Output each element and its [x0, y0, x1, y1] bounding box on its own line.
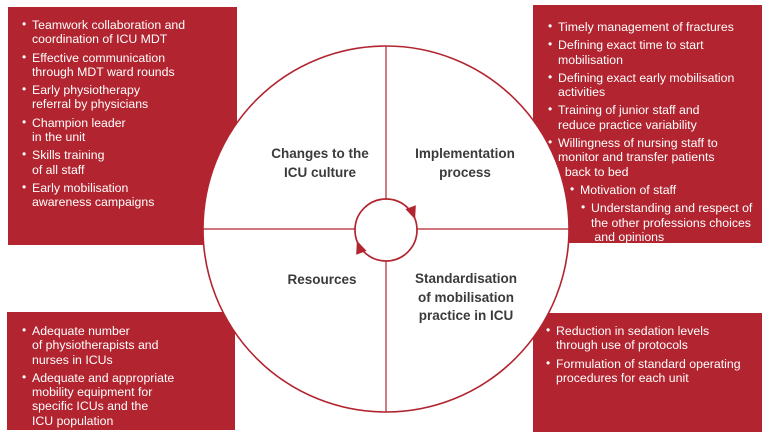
bullet-icon: • [22, 369, 27, 384]
quadrant-label-changes-icu-culture: Changes to the ICU culture [271, 146, 369, 180]
center-cycle-circle [354, 198, 418, 262]
bullet-icon: • [22, 114, 27, 129]
list-item-text: Skills training of all staff [32, 148, 105, 177]
list-item: • Early mobilisation awareness campaigns [22, 179, 231, 210]
bullet-icon: • [546, 355, 551, 370]
list-item: • Effective communication through MDT war… [22, 49, 231, 80]
list-item: • Reduction in sedation levels through us… [546, 323, 758, 353]
list-item-text: Early physiotherapy referral by physicia… [32, 83, 149, 112]
list-item: • Willingness of nursing staff to monitor… [548, 135, 758, 179]
list-item-text: Teamwork collaboration and coordination … [32, 18, 186, 47]
bullet-icon: • [548, 69, 553, 84]
list-item-text: Timely management of fractures [558, 20, 734, 34]
panel-bottom-right-standardisation-factors: • Reduction in sedation levels through us… [533, 313, 762, 432]
list-item-text: Motivation of staff [580, 182, 677, 197]
panel-top-right-implementation-factors: • Timely management of fractures • Defining… [533, 5, 762, 244]
list-item-text: Champion leader in the unit [32, 115, 126, 145]
bullet-icon: • [22, 82, 27, 97]
bullet-list-bottom-left: • Adequate number of physiotherapists and… [7, 312, 235, 428]
bullet-list-top-left: • Teamwork collaboration and coordination… [8, 7, 237, 210]
list-item: • Early physiotherapy referral by physici… [22, 82, 231, 112]
panel-top-left-culture-factors: • Teamwork collaboration and coordination… [8, 7, 237, 245]
bullet-icon: • [548, 135, 553, 150]
list-item: • Motivation of staff [570, 181, 758, 197]
list-item: • Adequate number of physiotherapists and… [22, 323, 229, 367]
bullet-icon: • [22, 323, 27, 337]
list-item-text: Formulation of standard operating proced… [556, 356, 741, 385]
list-item-text: Defining exact time to start mobilisatio… [558, 38, 704, 67]
quadrant-label-resources: Resources [287, 272, 357, 287]
bullet-icon: • [570, 181, 575, 196]
bullet-list-bottom-right: • Reduction in sedation levels through us… [533, 313, 762, 385]
bullet-icon: • [548, 19, 553, 33]
bullet-icon: • [22, 147, 27, 162]
list-item-text: Early mobilisation awareness campaigns [32, 180, 155, 210]
bullet-icon: • [546, 323, 551, 337]
list-item: • Timely management of fractures [548, 19, 758, 34]
bullet-icon: • [581, 200, 586, 215]
list-item: • Understanding and respect of the other … [581, 200, 758, 244]
bullet-icon: • [22, 17, 27, 31]
panel-bottom-left-resources-factors: • Adequate number of physiotherapists and… [7, 312, 235, 430]
bullet-list-top-right: • Timely management of fractures • Defining… [533, 5, 762, 244]
list-item-text: Training of junior staff and reduce prac… [558, 103, 700, 132]
bullet-icon: • [548, 37, 553, 52]
list-item-text: Adequate and appropriate mobility equipm… [32, 370, 175, 428]
list-item: • Champion leader in the unit [22, 114, 231, 145]
bullet-icon: • [548, 102, 553, 117]
bullet-icon: • [22, 49, 27, 64]
quadrant-label-standardisation: Standardisation of mobilisation practice… [414, 271, 517, 324]
list-item-text: Adequate number of physiotherapists and … [32, 324, 159, 367]
bullet-icon: • [22, 179, 27, 194]
list-item: • Formulation of standard operating proce… [546, 355, 758, 386]
list-item: • Teamwork collaboration and coordination… [22, 17, 231, 47]
list-item-text: Effective communication through MDT ward… [32, 50, 175, 79]
list-item-text: Defining exact early mobilisation activi… [558, 70, 735, 100]
list-item: • Adequate and appropriate mobility equip… [22, 369, 229, 428]
list-item: • Defining exact time to start mobilisati… [548, 37, 758, 67]
list-item-text: Reduction in sedation levels through use… [556, 324, 710, 353]
list-item: • Training of junior staff and reduce pra… [548, 102, 758, 132]
clockwise-arrow-right-icon [405, 205, 416, 220]
list-item-text: Understanding and respect of the other p… [591, 201, 753, 244]
list-item: • Skills training of all staff [22, 147, 231, 177]
list-item-text: Willingness of nursing staff to monitor … [558, 136, 718, 179]
list-item: • Defining exact early mobilisation activ… [548, 69, 758, 100]
clockwise-arrow-left-icon [356, 240, 367, 255]
quadrant-label-implementation-process: Implementation process [415, 146, 515, 180]
